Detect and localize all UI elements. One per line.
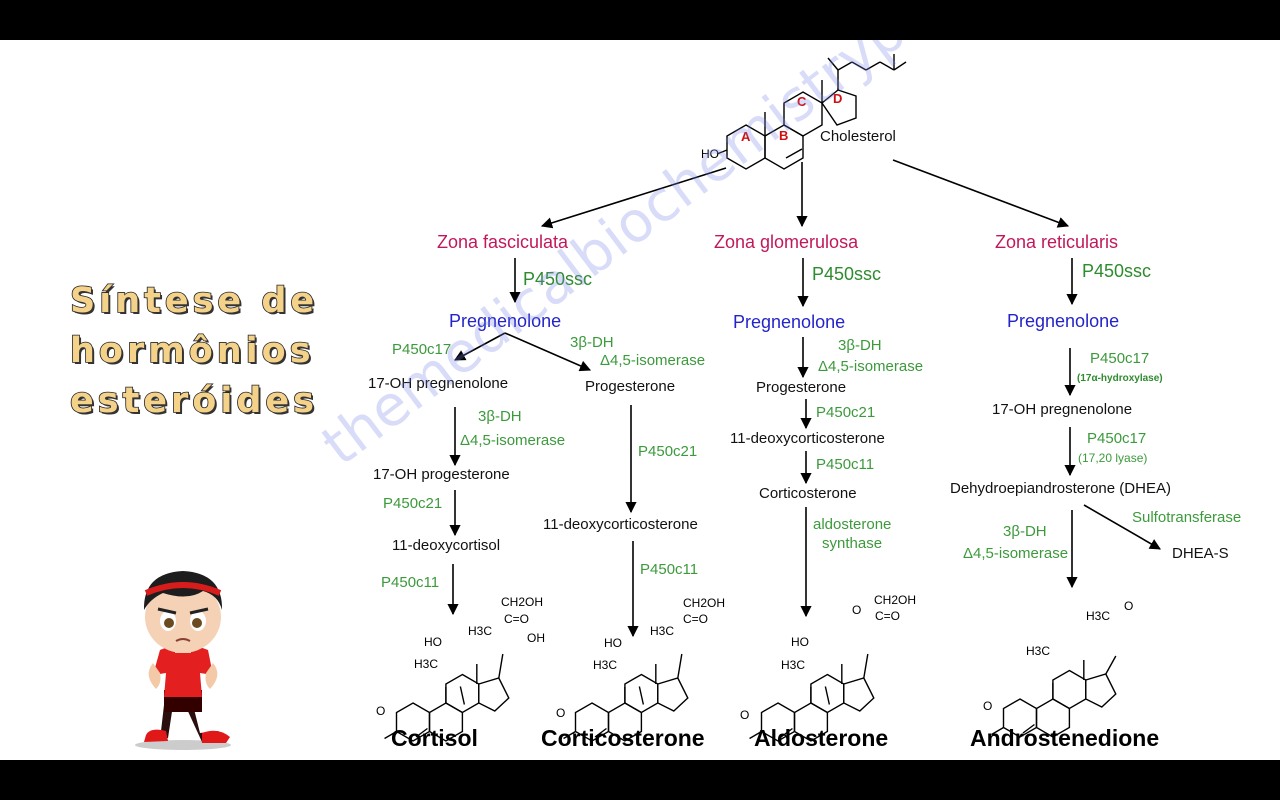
enzyme-p450ssc-fasciculata: P450ssc <box>523 269 592 289</box>
zona-fasciculata-column: Zona fasciculata P450ssc Pregnenolone P4… <box>368 232 705 638</box>
corticosterone-structure <box>563 653 689 742</box>
cortisol-structure <box>384 653 510 742</box>
metabolite-dhea: Dehydroepiandrosterone (DHEA) <box>950 480 1171 497</box>
aldosterone-o: O <box>740 708 749 722</box>
ring-label-c: C <box>797 94 807 109</box>
corticosterone-ho: HO <box>604 636 622 650</box>
aldosterone-co: C=O <box>875 609 900 623</box>
metabolite-11-deoxycortisol: 11-deoxycortisol <box>392 537 500 554</box>
aldosterone-structure <box>749 653 875 742</box>
corticosterone-h3c-a: H3C <box>650 624 674 638</box>
pregnenolone-glomerulosa: Pregnenolone <box>733 312 845 332</box>
cortisol-ch2oh: CH2OH <box>501 595 543 609</box>
ring-label-d: D <box>833 91 842 106</box>
cortisol-o: O <box>376 704 385 718</box>
zona-reticularis-column: Zona reticularis P450ssc Pregnenolone P4… <box>950 232 1241 589</box>
enzyme-aldosterone-synthase-2: synthase <box>822 535 882 552</box>
ring-label-b: B <box>779 128 788 143</box>
arrow-to-fasciculata <box>540 167 727 229</box>
zone-title-fasciculata: Zona fasciculata <box>437 232 569 252</box>
aldosterone-aldehyde-o: O <box>852 603 861 617</box>
cholesterol-structure: HO A B C D Cholesterol <box>701 54 907 170</box>
enzyme-isomerase-a: Δ4,5-isomerase <box>600 352 705 369</box>
pregnenolone-fasciculata: Pregnenolone <box>449 311 561 331</box>
steroid-synthesis-diagram: HO A B C D Cholesterol Zona fasciculata … <box>368 54 1241 751</box>
corticosterone-co: C=O <box>683 612 708 626</box>
metabolite-dhea-s: DHEA-S <box>1172 545 1229 562</box>
product-atom-labels: CH2OH C=O OH HO H3C H3C O CH2OH C=O HO H… <box>376 593 1133 722</box>
enzyme-p450c21-b: P450c21 <box>638 443 697 460</box>
androstenedione-o: O <box>983 699 992 713</box>
slide-title-line-3: esteróides <box>69 380 318 422</box>
metabolite-corticosterone: Corticosterone <box>759 485 857 502</box>
metabolite-progesterone-glomerulosa: Progesterone <box>756 379 846 396</box>
zone-title-glomerulosa: Zona glomerulosa <box>714 232 859 252</box>
enzyme-3b-dh-c: 3β-DH <box>838 337 882 354</box>
enzyme-3b-dh-d: 3β-DH <box>1003 523 1047 540</box>
enzyme-p450c21-c: P450c21 <box>816 404 875 421</box>
pregnenolone-reticularis: Pregnenolone <box>1007 311 1119 331</box>
corticosterone-o: O <box>556 706 565 720</box>
enzyme-isomerase-c: Δ4,5-isomerase <box>818 358 923 375</box>
cortisol-co: C=O <box>504 612 529 626</box>
cortisol-oh: OH <box>527 631 545 645</box>
androstenedione-h3c-b: H3C <box>1026 644 1050 658</box>
product-cortisol: Cortisol <box>391 725 478 751</box>
enzyme-p450c21-a: P450c21 <box>383 495 442 512</box>
enzyme-p450c17-d: P450c17 <box>1087 430 1146 447</box>
slide-title-line-2: hormônios <box>69 330 315 372</box>
mascot-illustration <box>135 571 231 750</box>
metabolite-11-deoxycorticosterone-glomerulosa: 11-deoxycorticosterone <box>730 430 885 447</box>
metabolite-17oh-pregnenolone-reticularis: 17-OH pregnenolone <box>992 401 1132 418</box>
slide-title-line-1: Síntese de <box>69 280 319 322</box>
arrow-to-reticularis <box>892 159 1070 228</box>
product-aldosterone: Aldosterone <box>754 725 888 751</box>
cholesterol-label: Cholesterol <box>820 128 896 145</box>
enzyme-3b-dh-b: 3β-DH <box>478 408 522 425</box>
product-corticosterone: Corticosterone <box>541 725 705 751</box>
enzyme-isomerase-d: Δ4,5-isomerase <box>963 545 1068 562</box>
cortisol-h3c-a: H3C <box>468 624 492 638</box>
slide-title: Síntese de hormônios esteróides <box>69 276 330 426</box>
enzyme-17-20-lyase: (17,20 lyase) <box>1078 451 1147 465</box>
enzyme-3b-dh-a: 3β-DH <box>570 334 614 351</box>
corticosterone-ch2oh: CH2OH <box>683 596 725 610</box>
cortisol-ho: HO <box>424 635 442 649</box>
enzyme-p450ssc-glomerulosa: P450ssc <box>812 264 881 284</box>
metabolite-11-deoxycorticosterone-fasciculata: 11-deoxycorticosterone <box>543 516 698 533</box>
aldosterone-ho: HO <box>791 635 809 649</box>
enzyme-sulfotransferase: Sulfotransferase <box>1132 509 1241 526</box>
cholesterol-ho-label: HO <box>701 147 719 161</box>
enzyme-p450c11-a: P450c11 <box>381 574 439 591</box>
cortisol-h3c-b: H3C <box>414 657 438 671</box>
zone-title-reticularis: Zona reticularis <box>995 232 1118 252</box>
metabolite-progesterone-fasciculata: Progesterone <box>585 378 675 395</box>
enzyme-p450c17-a: P450c17 <box>392 341 451 358</box>
enzyme-p450c11-b: P450c11 <box>640 561 698 578</box>
slide: Síntese de hormônios esteróides <box>0 40 1280 760</box>
androstenedione-o-top: O <box>1124 599 1133 613</box>
enzyme-p450c17-c: P450c17 <box>1090 350 1149 367</box>
aldosterone-h3c: H3C <box>781 658 805 672</box>
metabolite-17oh-pregnenolone: 17-OH pregnenolone <box>368 375 508 392</box>
aldosterone-ch2oh: CH2OH <box>874 593 916 607</box>
product-androstenedione: Androstenedione <box>970 725 1159 751</box>
zona-glomerulosa-column: Zona glomerulosa P450ssc Pregnenolone 3β… <box>714 232 923 618</box>
enzyme-p450ssc-reticularis: P450ssc <box>1082 261 1151 281</box>
enzyme-p450c11-c: P450c11 <box>816 456 874 473</box>
enzyme-isomerase-b: Δ4,5-isomerase <box>460 432 565 449</box>
corticosterone-h3c-b: H3C <box>593 658 617 672</box>
androstenedione-h3c-a: H3C <box>1086 609 1110 623</box>
androstenedione-structure <box>991 655 1117 738</box>
enzyme-17a-hydroxylase: (17α-hydroxylase) <box>1077 373 1163 384</box>
metabolite-17oh-progesterone: 17-OH progesterone <box>373 466 510 483</box>
enzyme-aldosterone-synthase-1: aldosterone <box>813 516 891 533</box>
ring-label-a: A <box>741 129 751 144</box>
